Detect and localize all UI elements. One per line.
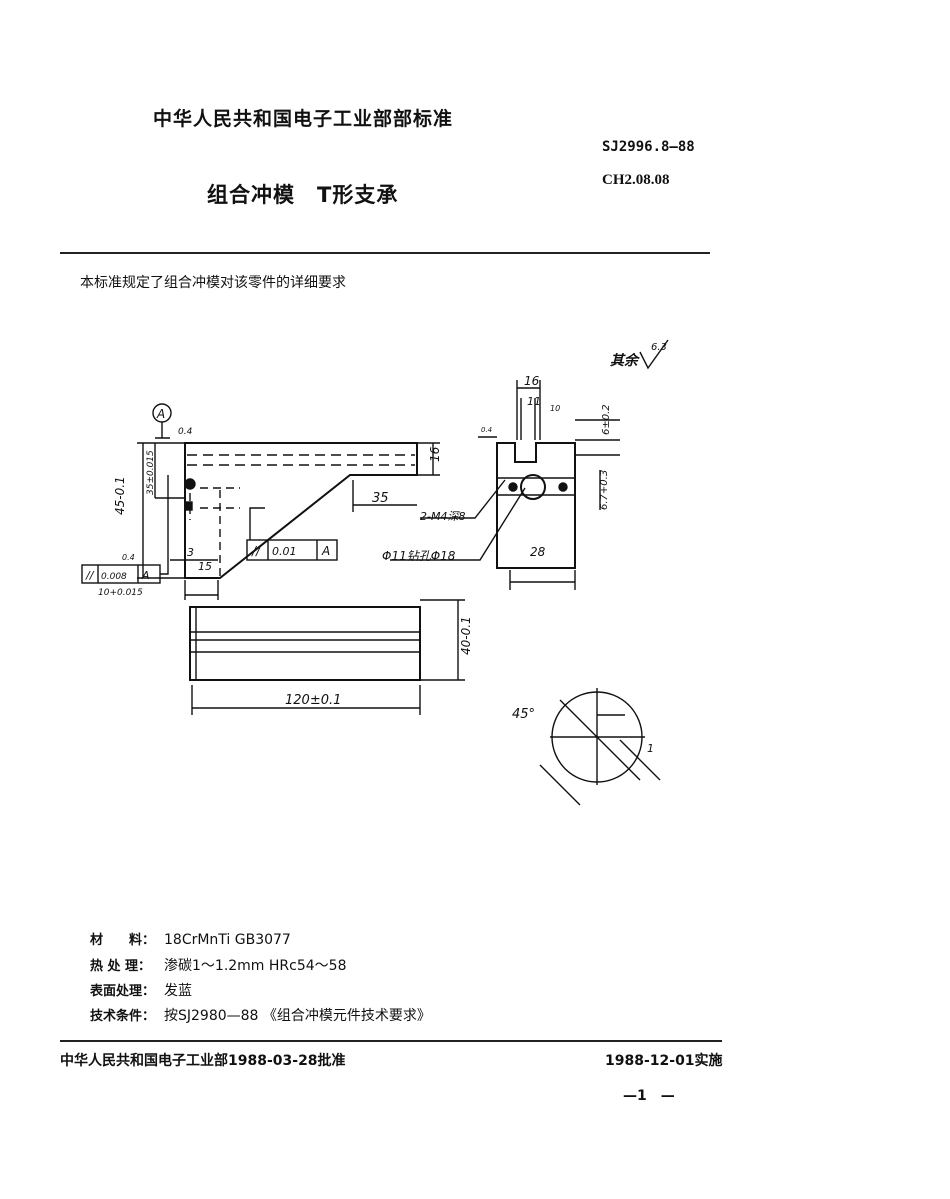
dim-11: 11 [527, 395, 541, 408]
datum-label: A [156, 407, 165, 421]
intro-text: 本标准规定了组合冲模对该零件的详细要求 [80, 275, 346, 291]
roughness-symbol-icon [639, 339, 669, 370]
side-view [390, 380, 620, 590]
dim-height: 45-0.1 [113, 476, 127, 515]
dim-3: 3 [187, 546, 194, 559]
tolerance-frame-2: // 0.008 A 0.4 10+0.015 [81, 475, 169, 598]
spec-surface-treatment: 表面处理：发蓝 [90, 983, 192, 999]
dim-10: 10+0.015 [98, 588, 143, 598]
dim-6: 6±0.2 [601, 404, 612, 435]
roughness-value: 6.3 [651, 342, 667, 353]
document-title: 组合冲模 T形支承 [207, 183, 399, 207]
roughness-side: 0.4 [481, 426, 492, 434]
detail-angle: 45° [512, 707, 535, 722]
top-view [189, 599, 465, 715]
page-number: —1 — [623, 1088, 675, 1104]
dim-35: 35 [372, 491, 389, 506]
dim-6-7: 6.7+0.3 [599, 470, 610, 510]
tolerance-frame-1: // 0.01 A [246, 507, 338, 561]
standard-number: SJ2996.8—88 [602, 139, 695, 155]
svg-text:A: A [141, 569, 150, 582]
footer-divider [60, 1040, 722, 1042]
dim-width: 40-0.1 [459, 616, 473, 655]
approval-date: 中华人民共和国电子工业部1988-03-28批准 [60, 1053, 346, 1069]
roughness-top: 0.4 [178, 427, 193, 437]
effective-date: 1988-12-01实施 [605, 1053, 723, 1069]
dim-length: 120±0.1 [285, 693, 341, 708]
svg-text://: // [251, 544, 262, 558]
svg-text:0.4: 0.4 [122, 553, 135, 562]
spec-material: 材 料：18CrMnTi GB3077 [90, 932, 291, 948]
spec-heat-treatment: 热 处 理：渗碳1～1.2mm HRc54～58 [90, 958, 347, 974]
classification-code: CH2.08.08 [602, 172, 670, 188]
dim-28: 28 [530, 545, 546, 559]
detail-view [539, 688, 661, 806]
dim-16-side: 16 [524, 374, 540, 388]
svg-text:0.008: 0.008 [101, 572, 127, 582]
roughness-note: 其余 [610, 352, 641, 369]
detail-dim-1: 1 [647, 742, 654, 755]
dim-15: 15 [198, 560, 212, 573]
front-view [137, 442, 440, 600]
dim-10-side: 10 [550, 404, 560, 413]
issuing-organization: 中华人民共和国电子工业部部标准 [153, 108, 454, 130]
spec-technical-conditions: 技术条件：按SJ2980—88 《组合冲模元件技术要求》 [90, 1008, 431, 1024]
header-divider [60, 252, 710, 254]
counterbore-note: Φ11钻孔Φ18 [382, 549, 456, 563]
svg-text:0.01: 0.01 [272, 545, 297, 558]
svg-text:A: A [321, 544, 330, 558]
dim-slot: 35±0.015 [146, 450, 156, 495]
svg-text://: // [85, 569, 95, 582]
holes-note: 2-M4深8 [420, 510, 465, 523]
dim-top: 16 [428, 446, 442, 462]
